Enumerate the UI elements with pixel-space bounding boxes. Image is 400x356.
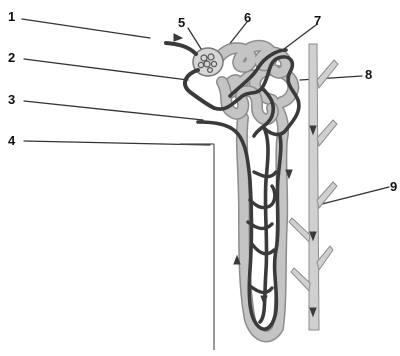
label-4: 4	[8, 134, 15, 147]
frame-lines	[180, 144, 214, 350]
duct-branch-5	[317, 246, 333, 270]
label-8: 8	[365, 68, 372, 81]
afferent-arteriole	[166, 43, 196, 54]
label-9: 9	[390, 180, 397, 193]
label-2: 2	[8, 51, 15, 64]
tubule-system	[214, 46, 293, 337]
leader-line-3	[24, 101, 203, 120]
label-7: 7	[314, 14, 321, 27]
duct-branch-2	[317, 120, 337, 146]
label-1: 1	[8, 10, 15, 23]
collecting-duct-main	[309, 44, 319, 330]
duct-branch-1	[317, 60, 338, 88]
label-6: 6	[244, 11, 251, 24]
arrow-afferent	[174, 34, 182, 41]
leader-lines	[22, 19, 389, 205]
label-3: 3	[8, 93, 15, 106]
leader-line-2	[24, 59, 188, 80]
duct-branch-3	[317, 182, 337, 208]
duct-branch-4	[289, 218, 310, 242]
leader-line-1	[22, 19, 150, 38]
duct-branch-6	[291, 268, 310, 291]
label-5: 5	[178, 16, 185, 29]
